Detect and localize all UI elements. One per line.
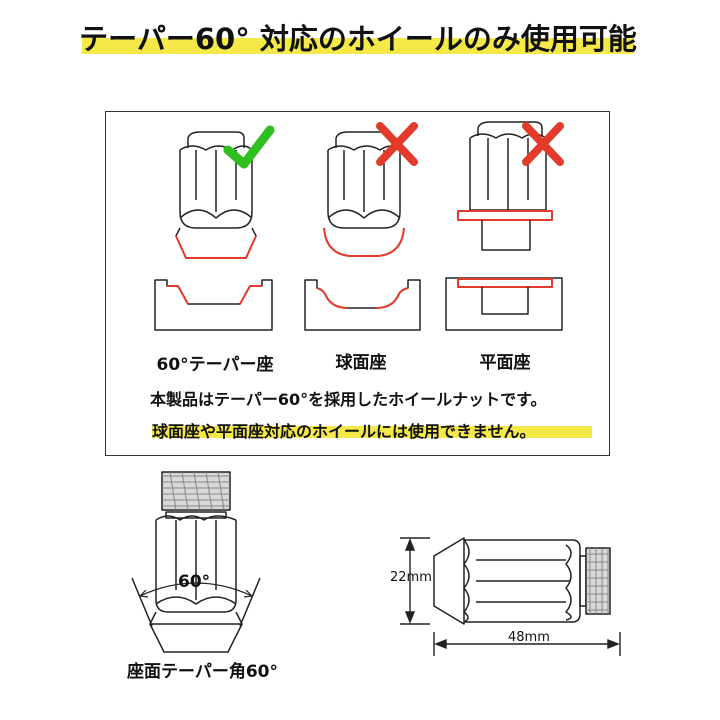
cross-icon bbox=[522, 122, 564, 166]
length-dimension bbox=[433, 632, 621, 656]
seat-label-spherical: 球面座 bbox=[335, 353, 387, 373]
height-dimension-label: 22mm bbox=[390, 570, 432, 585]
product-note: 本製品はテーパー60°を採用したホイールナットです。 bbox=[150, 390, 547, 409]
seat-label-flat: 平面座 bbox=[479, 353, 531, 373]
check-icon bbox=[223, 125, 275, 169]
taper-seat-illustration bbox=[154, 279, 273, 331]
taper-nut-illustration bbox=[175, 131, 257, 259]
warning-highlight bbox=[152, 426, 592, 438]
cross-icon bbox=[376, 122, 418, 166]
seat-comparison-panel bbox=[105, 111, 610, 456]
height-dimension bbox=[400, 537, 430, 625]
flat-nut-illustration bbox=[457, 121, 553, 251]
side-view-nut bbox=[433, 537, 611, 625]
title-highlight bbox=[82, 38, 634, 54]
angle-label: 60° bbox=[178, 572, 211, 592]
length-dimension-label: 48mm bbox=[508, 630, 550, 645]
title-banner: テーパー60° 対応のホイールのみ使用可能 bbox=[78, 14, 638, 56]
side-caption: 座面テーパー角60° bbox=[127, 662, 278, 682]
front-view-nut bbox=[131, 471, 261, 653]
spherical-seat-illustration bbox=[304, 279, 421, 331]
flat-seat-illustration bbox=[445, 277, 563, 331]
seat-label-taper: 60°テーパー座 bbox=[156, 355, 274, 375]
warning-note: 球面座や平面座対応のホイールには使用できません。 bbox=[152, 422, 536, 441]
page-title: テーパー60° 対応のホイールのみ使用可能 bbox=[79, 22, 637, 56]
